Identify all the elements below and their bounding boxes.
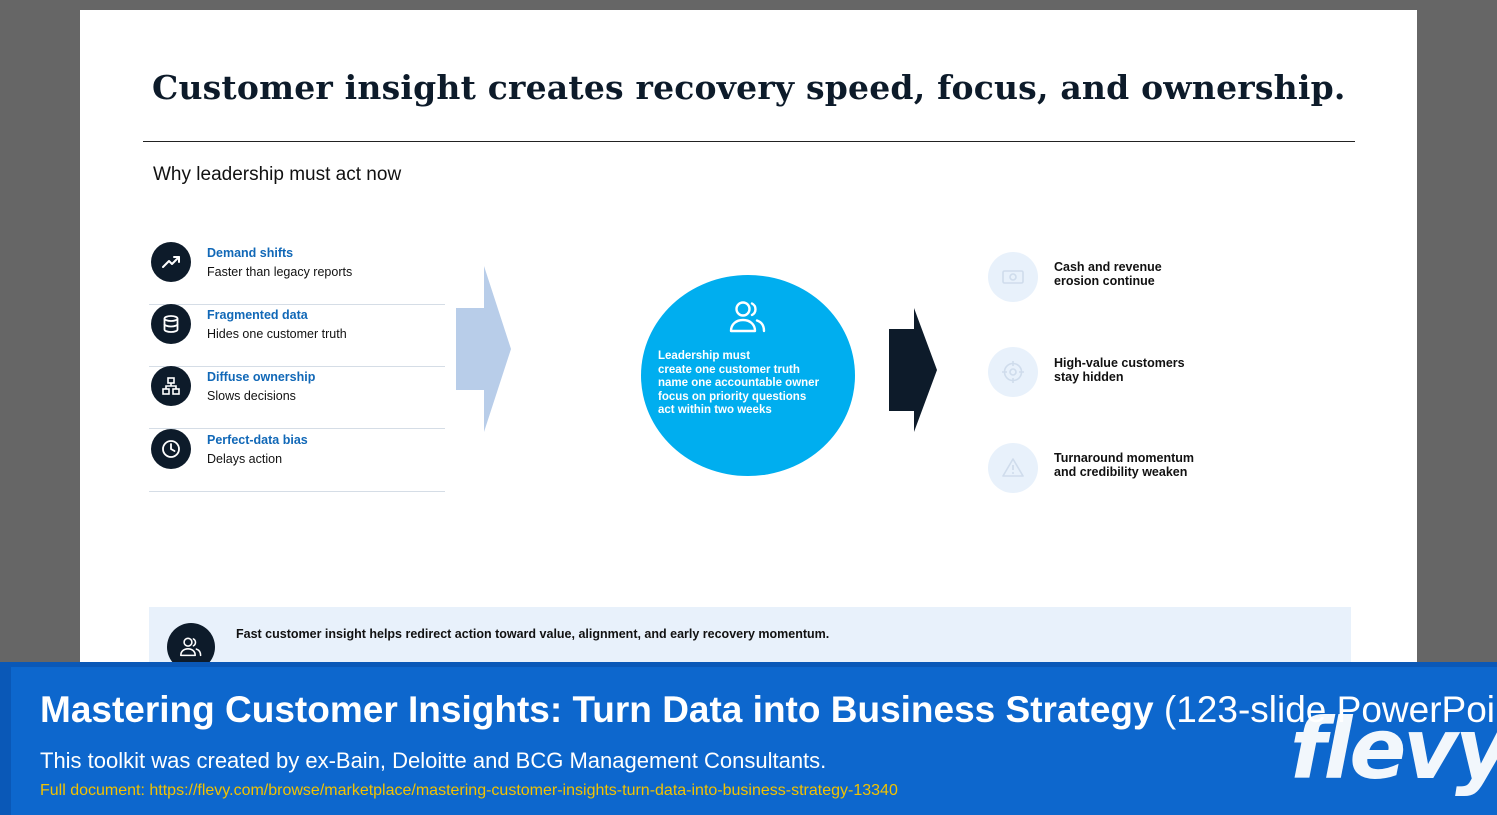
warning-icon	[988, 443, 1038, 493]
leadership-line: name one accountable owner	[658, 377, 820, 389]
banner-title-bold: Mastering Customer Insights: Turn Data i…	[40, 689, 1154, 730]
banner-subtitle: This toolkit was created by ex-Bain, Del…	[40, 748, 827, 773]
clock-icon	[151, 429, 191, 469]
impact-line: High-value customers	[1054, 356, 1185, 370]
impact-text: Turnaround momentum and credibility weak…	[1054, 451, 1194, 479]
driver-desc: Faster than legacy reports	[207, 265, 353, 279]
slide: Customer insight creates recovery speed,…	[80, 10, 1417, 670]
banner-title: Mastering Customer Insights: Turn Data i…	[40, 689, 1497, 731]
leadership-circle: Leadership must create one customer trut…	[641, 275, 855, 476]
target-icon	[988, 347, 1038, 397]
chevron-arrow-right-icon	[456, 266, 511, 432]
users-icon	[728, 297, 768, 342]
org-chart-icon	[151, 366, 191, 406]
driver-desc: Delays action	[207, 452, 283, 466]
promo-banner	[0, 662, 1497, 815]
slide-title: Customer insight creates recovery speed,…	[152, 68, 1346, 107]
impact-line: stay hidden	[1054, 370, 1124, 384]
driver-label: Diffuse ownership	[207, 370, 316, 384]
impact-line: Turnaround momentum	[1054, 451, 1195, 465]
promo-banner-inner	[11, 667, 1497, 815]
database-icon	[151, 304, 191, 344]
leadership-text: Leadership must create one customer trut…	[658, 350, 848, 418]
document-link[interactable]: Full document: https://flevy.com/browse/…	[40, 782, 898, 799]
driver-diffuse-ownership: Diffuse ownership Slows decisions	[149, 366, 445, 429]
callout-box: Fast customer insight helps redirect act…	[149, 607, 1351, 670]
impact-line: erosion continue	[1054, 274, 1155, 288]
leadership-line: Leadership must	[658, 350, 751, 362]
arrow-right-icon	[889, 308, 937, 432]
driver-perfect-data-bias: Perfect-data bias Delays action	[149, 429, 445, 492]
leadership-line: focus on priority questions	[658, 390, 807, 403]
impact-line: and credibility weaken	[1054, 465, 1188, 479]
driver-fragmented-data: Fragmented data Hides one customer truth	[149, 304, 445, 367]
impact-text: Cash and revenue erosion continue	[1054, 260, 1162, 288]
driver-label: Perfect-data bias	[207, 433, 308, 447]
banner-title-light: (123-slide PowerPoint)	[1163, 689, 1497, 730]
impact-line: Cash and revenue	[1054, 260, 1162, 274]
flevy-logo: flevy	[1290, 700, 1497, 798]
driver-desc: Hides one customer truth	[207, 327, 347, 341]
driver-demand-shifts: Demand shifts Faster than legacy reports	[149, 242, 445, 305]
slide-subtitle: Why leadership must act now	[153, 164, 402, 185]
callout-text: Fast customer insight helps redirect act…	[236, 627, 830, 641]
leadership-line: act within two weeks	[658, 404, 772, 416]
trend-up-icon	[151, 242, 191, 282]
leadership-line: create one customer truth	[658, 363, 800, 376]
driver-label: Fragmented data	[207, 308, 308, 322]
cash-icon	[988, 252, 1038, 302]
impact-text: High-value customers stay hidden	[1054, 356, 1185, 384]
driver-label: Demand shifts	[207, 246, 294, 260]
driver-desc: Slows decisions	[207, 389, 296, 403]
title-divider	[143, 141, 1355, 142]
